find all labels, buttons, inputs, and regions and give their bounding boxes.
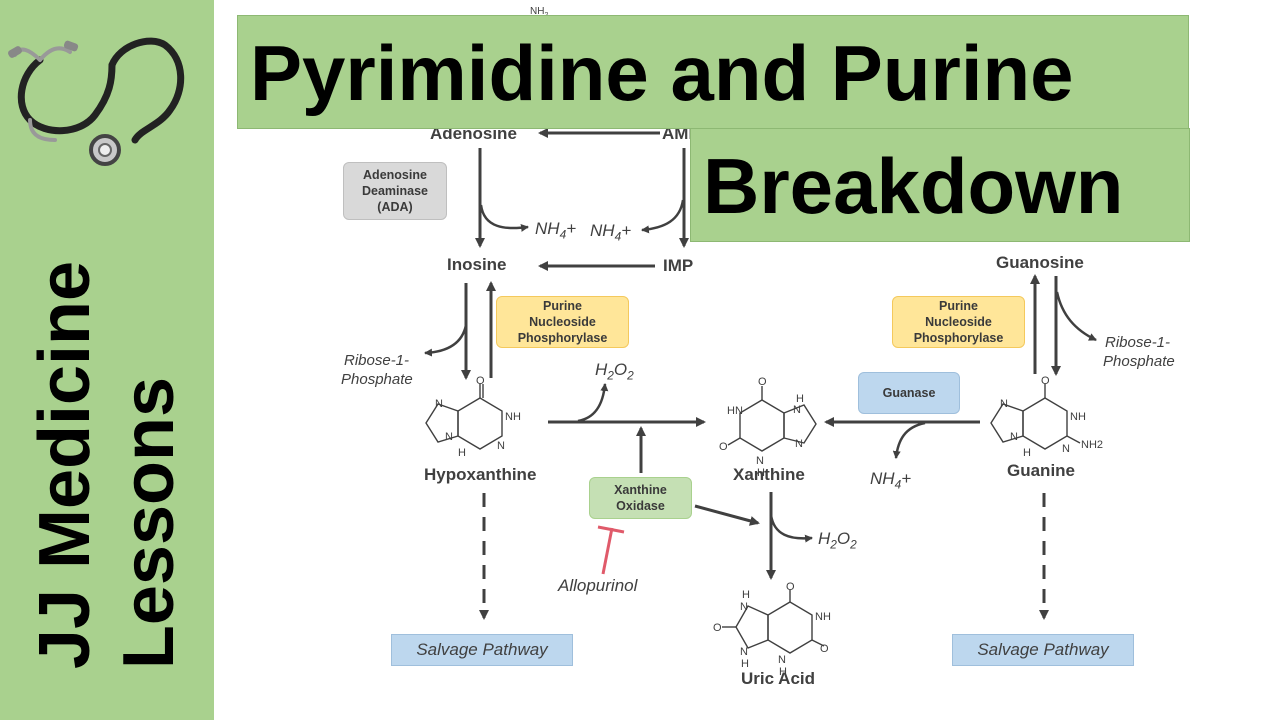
salvage-pathway-left: Salvage Pathway [391,634,573,666]
hypoxanthine-label: Hypoxanthine [424,465,537,484]
hypoxanthine-structure [425,384,503,450]
arrow-nh4-1 [479,204,529,232]
svg-text:O: O [1041,375,1050,387]
svg-text:N: N [778,654,786,666]
svg-text:H: H [757,467,765,479]
ribose-right-line2: Phosphate [1103,353,1175,370]
imp-label: IMP [663,256,694,275]
sidebar: JJ Medicine Lessons [0,0,214,720]
svg-text:H: H [796,393,804,405]
ribose-right-line1: Ribose-1- [1105,334,1171,351]
uric-acid-structure [722,590,825,654]
svg-text:O: O [713,622,722,634]
svg-text:N: N [793,404,801,416]
h2o2-label-2: H2O2 [818,529,857,552]
guanine-structure [990,384,1081,450]
svg-text:H: H [779,666,787,678]
svg-text:H: H [742,589,750,601]
arrow-nh4-3 [892,421,926,459]
svg-text:N: N [1000,398,1008,410]
nh4-label-2: NH4+ [590,221,632,244]
allopurinol-label: Allopurinol [558,576,638,595]
inosine-label: Inosine [447,255,507,274]
arrow-h2o2-2 [769,514,813,543]
enzyme-pnp-right: Purine Nucleoside Phosphorylase [892,296,1025,348]
svg-text:N: N [795,438,803,450]
svg-text:N: N [435,398,443,410]
title-line1: Pyrimidine and Purine [237,15,1189,129]
guanine-label: Guanine [1007,461,1076,480]
arrow-nh4-2 [641,199,685,234]
enzyme-xanthine-oxidase: Xanthine Oxidase [589,477,692,519]
xanthine-label: Xanthine [733,465,805,484]
svg-text:N: N [1010,431,1018,443]
enzyme-pnp-left: Purine Nucleoside Phosphorylase [496,296,629,348]
title-line2: Breakdown [690,128,1190,242]
svg-text:HN: HN [727,405,743,417]
nh4-label-3: NH4+ [870,469,912,492]
ribose-left-line2: Phosphate [341,371,413,388]
guanosine-label: Guanosine [996,253,1084,272]
inhibitor-mark [597,525,625,575]
enzyme-guanase: Guanase [858,372,960,414]
stethoscope-icon [8,37,185,166]
arrow-ribose-left [424,324,468,357]
svg-text:N: N [740,646,748,658]
svg-text:N: N [740,601,748,613]
svg-text:H: H [741,658,749,670]
arrow-h2o2-1 [577,383,609,423]
svg-text:N: N [497,440,505,452]
svg-text:NH: NH [1070,411,1086,423]
salvage-pathway-right: Salvage Pathway [952,634,1134,666]
svg-text:O: O [786,581,795,593]
svg-text:O: O [820,643,829,655]
svg-text:NH2: NH2 [1081,439,1103,451]
svg-text:O: O [758,376,767,388]
svg-text:N: N [756,455,764,467]
uric-acid-label: Uric Acid [741,669,816,688]
svg-text:N: N [445,431,453,443]
svg-text:O: O [719,441,728,453]
nh4-label-1: NH4+ [535,219,577,242]
enzyme-ada: Adenosine Deaminase (ADA) [343,162,447,220]
arrow-xo-right [694,504,760,526]
svg-text:H: H [458,447,466,459]
svg-text:NH: NH [815,611,831,623]
h2o2-label-1: H2O2 [595,360,634,383]
svg-text:H: H [1023,447,1031,459]
svg-text:O: O [476,375,485,387]
arrow-ribose-right [1055,291,1097,342]
ribose-left-line1: Ribose-1- [344,352,410,369]
svg-text:NH: NH [505,411,521,423]
xanthine-structure [727,386,817,452]
svg-text:N: N [1062,443,1070,455]
